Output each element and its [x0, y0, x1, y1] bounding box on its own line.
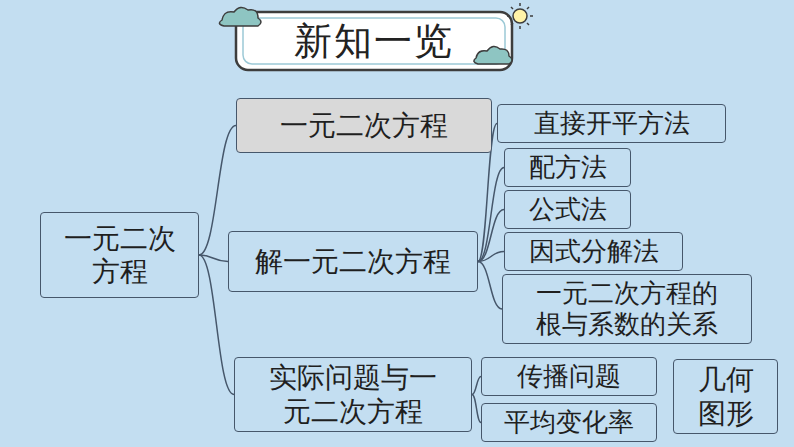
root-box: 一元二次方程: [40, 212, 199, 298]
branch-connector: [478, 168, 504, 262]
box-label: 一元二次方程的根与系数的关系: [525, 278, 729, 339]
box-label: 几何图形: [696, 363, 755, 429]
box-label: 传播问题: [517, 361, 621, 392]
box-label: 公式法: [529, 194, 607, 225]
box-label: 一元二次方程: [280, 109, 448, 142]
branch-connector: [472, 395, 481, 423]
method-box: 一元二次方程的根与系数的关系: [502, 274, 752, 344]
banner-frame: [236, 12, 512, 70]
branch-connector: [478, 262, 502, 310]
topic-box: 解一元二次方程: [228, 231, 478, 292]
method-box: 直接开平方法: [497, 104, 726, 143]
method-box: 公式法: [504, 190, 631, 229]
box-label: 平均变化率: [504, 407, 634, 438]
application-box: 传播问题: [481, 357, 657, 396]
box-label: 因式分解法: [529, 236, 659, 267]
method-box: 因式分解法: [504, 232, 683, 271]
topic-box: 实际问题与一元二次方程: [234, 357, 472, 432]
box-label: 配方法: [529, 152, 607, 183]
branch-connector: [472, 377, 481, 395]
box-label: 直接开平方法: [534, 108, 690, 139]
application-box: 几何图形: [673, 359, 778, 434]
topic-box: 一元二次方程: [236, 98, 492, 153]
application-box: 平均变化率: [481, 403, 657, 442]
box-label: 实际问题与一元二次方程: [259, 361, 447, 427]
box-label: 解一元二次方程: [255, 245, 451, 278]
title-text: 新知一览: [294, 16, 454, 67]
branch-connector: [478, 210, 504, 262]
method-box: 配方法: [504, 148, 631, 187]
title-banner: 新知一览: [236, 12, 512, 70]
sun-icon: [507, 3, 533, 29]
box-label: 一元二次方程: [61, 222, 178, 288]
branch-connector: [478, 252, 504, 262]
